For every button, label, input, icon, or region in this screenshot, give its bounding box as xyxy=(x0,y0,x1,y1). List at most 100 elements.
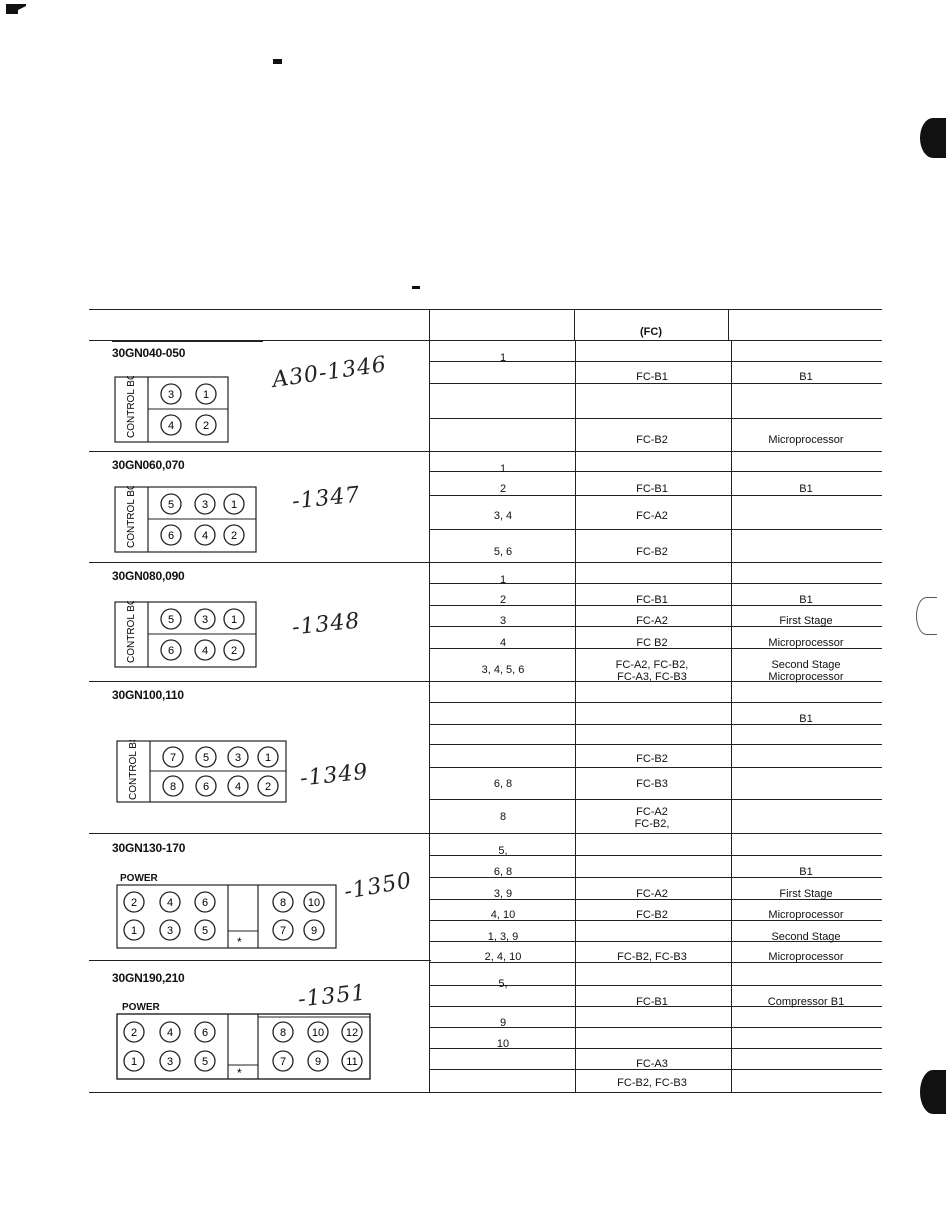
terminal-circle xyxy=(160,524,182,546)
table-bottom-rule xyxy=(89,1092,882,1093)
table-cell-c1: 2, 4, 10 xyxy=(484,951,522,963)
row-rule xyxy=(429,941,882,942)
table-cell-c2: FC-B3 xyxy=(636,778,668,790)
handwritten-note: -1349 xyxy=(298,759,370,792)
terminal-circle xyxy=(194,919,216,941)
terminal-circle xyxy=(272,1021,294,1043)
table-cell-c2: FC-B1 xyxy=(636,483,668,495)
terminal-circle xyxy=(123,1021,145,1043)
control-box-label: CONTROL BOX xyxy=(128,740,139,800)
table-cell-c1: 3, 4 xyxy=(493,510,513,522)
star-mark: * xyxy=(237,935,242,949)
row-rule xyxy=(429,855,882,856)
terminal-number: 11 xyxy=(346,1056,357,1068)
table-cell-c3: Second Stage xyxy=(771,931,841,943)
table-cell-c1: 2 xyxy=(499,594,507,606)
terminal-circle xyxy=(341,1021,363,1043)
row-rule xyxy=(429,681,882,682)
terminal-circle xyxy=(223,524,245,546)
row-rule xyxy=(429,1069,882,1070)
terminal-circle xyxy=(194,493,216,515)
table-cell-c2: FC-B1 xyxy=(636,371,668,383)
table-cell-c2: FC-A2 xyxy=(636,615,668,627)
terminal-number: 2 xyxy=(265,781,271,793)
handwritten-note: A30-1346 xyxy=(270,352,389,393)
terminal-number: 8 xyxy=(280,897,286,909)
table-cell-c2: FC-B2 xyxy=(636,909,668,921)
terminal-circle xyxy=(257,746,279,768)
terminal-number: 3 xyxy=(235,752,241,764)
row-rule xyxy=(429,799,882,800)
table-cell-c2: FC-B1 xyxy=(636,996,668,1008)
row-rule xyxy=(429,899,882,900)
terminal-number: 10 xyxy=(308,897,320,909)
table-cell-c2: FC-B2 xyxy=(636,434,668,446)
header-col-divider xyxy=(728,309,729,340)
terminal-number: 1 xyxy=(231,499,237,511)
handwritten-note: -1350 xyxy=(342,868,415,905)
terminal-circle xyxy=(123,919,145,941)
binder-hole xyxy=(920,1070,946,1114)
terminal-circle xyxy=(272,1050,294,1072)
table-cell-c2: FC-B2, FC-B3 xyxy=(617,1077,687,1089)
terminal-circle xyxy=(272,919,294,941)
terminal-number: 2 xyxy=(231,530,237,542)
table-cell-c1: 1 xyxy=(499,574,507,586)
terminal-circle xyxy=(194,524,216,546)
table-cell-c1: 5, xyxy=(498,845,508,857)
terminal-number: 10 xyxy=(312,1027,324,1039)
terminal-number: 1 xyxy=(203,389,209,401)
table-cell-c2: FC-B2 xyxy=(636,546,668,558)
power-label: POWER xyxy=(122,1002,160,1013)
model-label: 30GN190,210 xyxy=(112,971,185,985)
table-cell-c2: FC-B2, FC-B3 xyxy=(617,951,687,963)
section-rule xyxy=(89,681,431,682)
terminal-circle xyxy=(194,891,216,913)
terminal-circle xyxy=(123,891,145,913)
row-rule xyxy=(429,1006,882,1007)
terminal-number: 3 xyxy=(167,925,173,937)
row-rule xyxy=(429,418,882,419)
terminal-number: 7 xyxy=(280,1056,286,1068)
terminal-number: 3 xyxy=(202,499,208,511)
terminal-number: 9 xyxy=(311,925,317,937)
table-cell-c3: B1 xyxy=(799,866,813,878)
row-rule xyxy=(429,648,882,649)
dash-mark xyxy=(273,59,282,64)
terminal-circle xyxy=(194,1050,216,1072)
table-cell-c1: 8 xyxy=(499,811,507,823)
table-cell-c3: Second Stage xyxy=(771,659,841,671)
terminal-circle xyxy=(195,775,217,797)
model-label: 30GN130-170 xyxy=(112,841,186,855)
terminal-number: 4 xyxy=(168,420,174,432)
section-rule xyxy=(89,562,431,563)
table-cell-c2: FC-A2 xyxy=(636,806,668,818)
control-box-label: CONTROL BOX xyxy=(126,486,137,548)
terminal-circle xyxy=(160,383,182,405)
terminal-circle xyxy=(160,608,182,630)
table-cell-c1: 3 xyxy=(499,615,507,627)
terminal-number: 6 xyxy=(168,645,174,657)
terminal-number: 9 xyxy=(315,1056,321,1068)
terminal-number: 3 xyxy=(202,614,208,626)
terminal-circle xyxy=(162,746,184,768)
table-cell-c3: Microprocessor xyxy=(768,434,844,446)
row-rule xyxy=(429,562,882,563)
terminal-number: 1 xyxy=(231,614,237,626)
dash-mark xyxy=(412,286,420,289)
terminal-number: 2 xyxy=(231,645,237,657)
terminal-circle xyxy=(272,891,294,913)
terminal-number: 2 xyxy=(203,420,209,432)
terminal-circle xyxy=(307,1021,329,1043)
corner-mark xyxy=(6,4,26,14)
terminal-circle xyxy=(223,493,245,515)
table-cell-c2: FC-A3 xyxy=(636,1058,668,1070)
terminal-circle xyxy=(227,746,249,768)
row-rule xyxy=(429,383,882,384)
table-cell-c2: FC-A2, FC-B2, xyxy=(615,659,689,671)
table-cell-c3: B1 xyxy=(799,371,813,383)
power-label: POWER xyxy=(120,873,158,884)
row-rule xyxy=(429,985,882,986)
section-rule xyxy=(89,451,431,452)
